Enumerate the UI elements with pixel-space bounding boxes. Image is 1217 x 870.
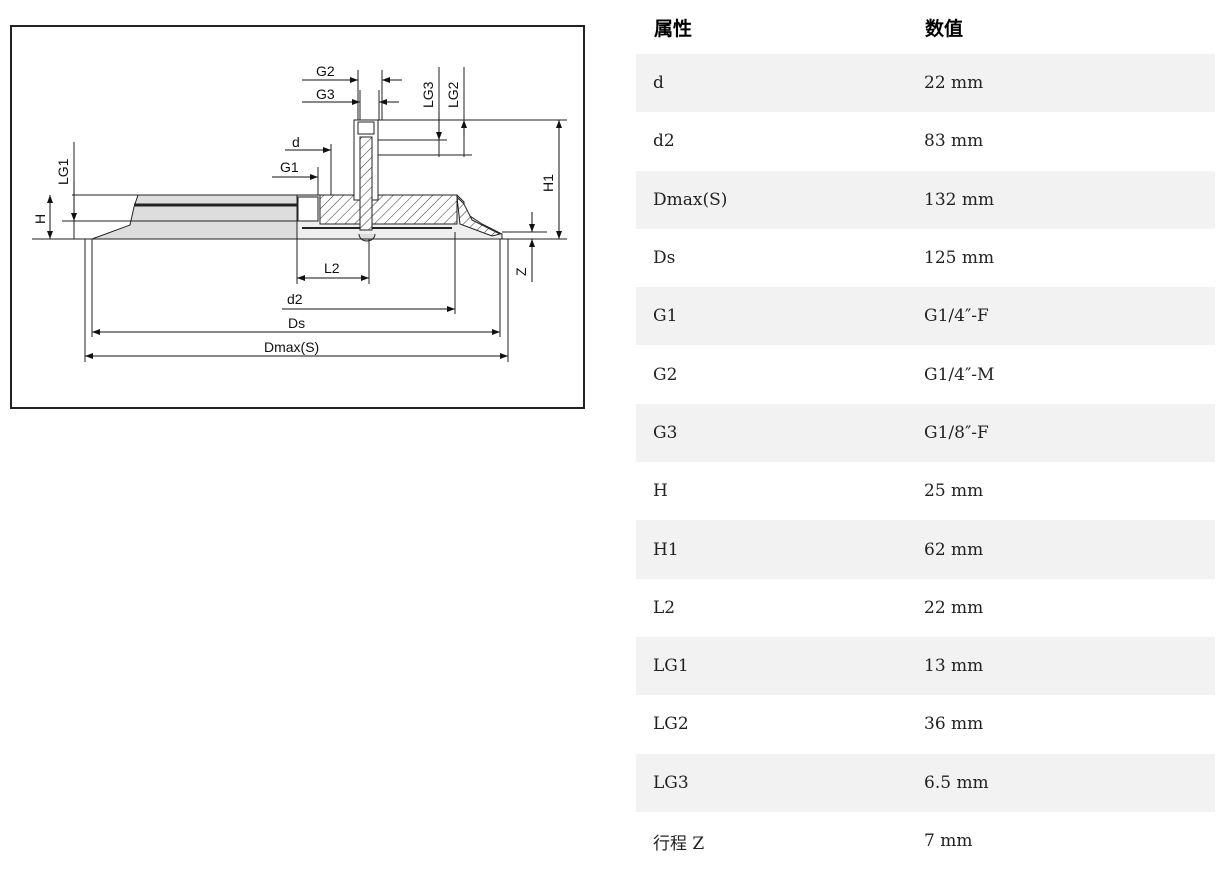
value-cell: 6.5 mm	[907, 753, 1215, 812]
label-lg3: LG3	[420, 81, 436, 108]
label-lg2: LG2	[445, 81, 461, 108]
technical-drawing: G2 G3 d G1 L2 d2 Ds Dmax(S) LG3 LG2 LG1 …	[10, 25, 585, 409]
table-row: Dmax(S)132 mm	[636, 170, 1215, 229]
value-cell: G1/8″-F	[907, 403, 1215, 463]
label-g1: G1	[280, 159, 299, 175]
suction-cup-drawing: G2 G3 d G1 L2 d2 Ds Dmax(S) LG3 LG2 LG1 …	[32, 63, 567, 362]
attribute-cell: LG2	[653, 714, 689, 735]
value-cell: 13 mm	[907, 636, 1215, 696]
label-dmax: Dmax(S)	[264, 339, 319, 355]
label-z: Z	[513, 267, 529, 276]
attribute-cell: H1	[636, 520, 907, 579]
value-cell: 132 mm	[907, 170, 1215, 229]
value-cell: 22 mm	[924, 597, 984, 618]
table-header: 属性 数值	[636, 0, 1215, 54]
table-row: G2 G1/4″-M	[636, 345, 1215, 403]
table-row: 行程 Z 7 mm	[636, 812, 1215, 870]
table-row: Ds 125 mm	[636, 229, 1215, 287]
attribute-cell: G1	[636, 287, 907, 346]
label-g3: G3	[316, 86, 335, 102]
attribute-cell: Ds	[653, 248, 676, 269]
value-cell: 83 mm	[924, 131, 984, 152]
value-cell: 36 mm	[924, 714, 984, 735]
header-attribute: 属性	[654, 17, 693, 40]
attribute-cell: G2	[653, 364, 678, 385]
attribute-cell: d2	[653, 131, 675, 152]
table-row: d2 83 mm	[636, 112, 1215, 170]
table-row: H 25 mm	[636, 462, 1215, 520]
label-d2: d2	[287, 291, 303, 307]
attribute-cell: Dmax(S)	[636, 170, 907, 229]
label-lg1: LG1	[55, 158, 71, 185]
value-cell: G1/4″-M	[924, 364, 995, 385]
value-cell: 25 mm	[924, 481, 984, 502]
label-h1: H1	[540, 174, 556, 192]
label-d: d	[292, 134, 300, 150]
value-cell: G1/4″-F	[907, 287, 1215, 346]
label-l2: L2	[324, 260, 340, 276]
label-h: H	[32, 214, 48, 224]
attribute-cell: LG3	[636, 753, 907, 812]
value-cell: 62 mm	[907, 520, 1215, 579]
table-row: L2 22 mm	[636, 579, 1215, 637]
attribute-cell: d	[636, 54, 907, 113]
attribute-cell: L2	[653, 597, 676, 618]
attribute-cell: G3	[636, 403, 907, 463]
attribute-cell: LG1	[636, 636, 907, 696]
value-cell: 7 mm	[924, 831, 973, 851]
attribute-cell: H	[653, 481, 668, 502]
attribute-cell: 行程 Z	[653, 833, 705, 854]
label-g2: G2	[316, 63, 335, 79]
table-row: LG2 36 mm	[636, 695, 1215, 753]
value-cell: 22 mm	[907, 54, 1215, 113]
label-ds: Ds	[288, 315, 305, 331]
value-cell: 125 mm	[924, 248, 995, 269]
header-value: 数值	[925, 17, 964, 40]
